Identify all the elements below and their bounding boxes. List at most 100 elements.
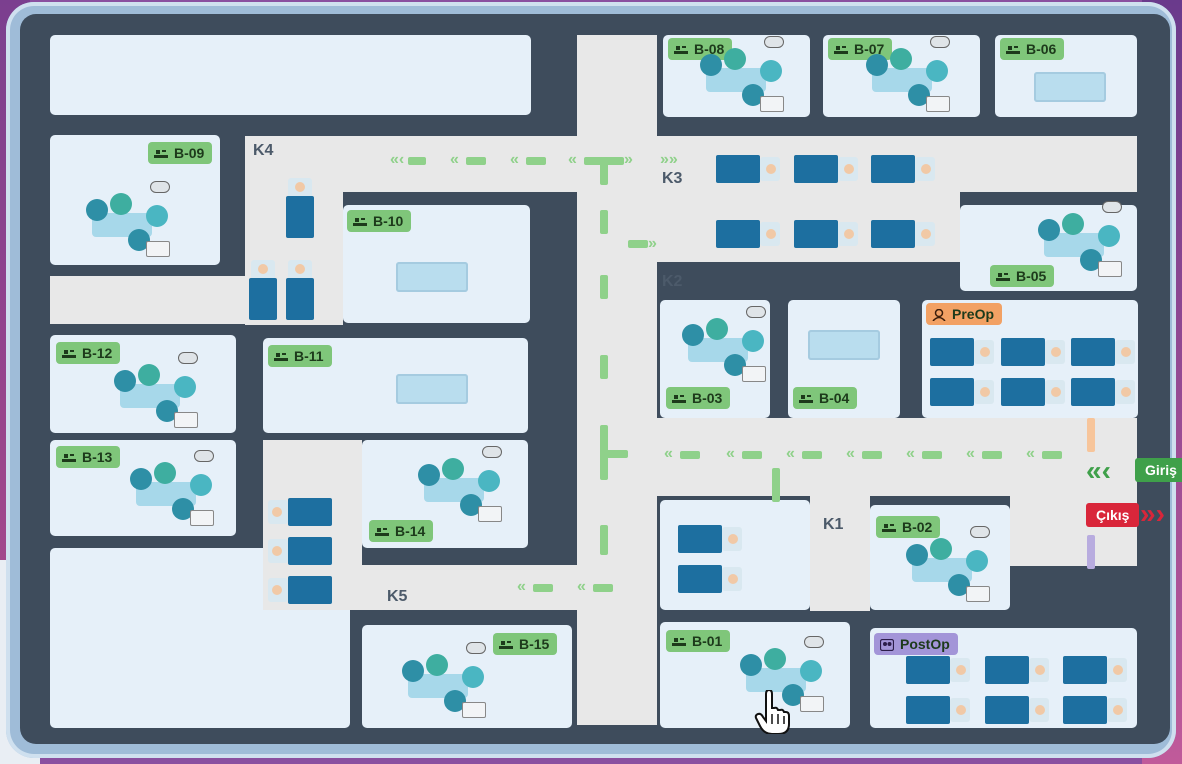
corridor-label-k2: K2 [662,273,683,290]
patient-bed[interactable] [266,498,332,526]
room-label-b03[interactable]: B-03 [666,387,731,409]
route-arrow [600,210,608,234]
preop-flow-arrow [1087,418,1095,452]
surgery-table-icon [672,635,686,647]
surgery-table-icon [353,215,367,227]
patient-bed[interactable] [266,537,332,565]
preop-bed[interactable] [1001,338,1067,366]
room-label-b10[interactable]: B-10 [347,210,412,232]
postop-bed[interactable] [985,696,1051,724]
patient-bed[interactable] [794,220,860,248]
corridor-k3 [245,136,1137,192]
surgery-table-icon [154,147,168,159]
room-label-b04[interactable]: B-04 [793,387,858,409]
room-label-text: B-03 [692,390,723,406]
postop-flow-arrow [1087,535,1095,569]
room-label-text: B-13 [82,449,113,465]
hand-pointer-icon [754,688,792,735]
route-arrow-left: « [1026,445,1035,462]
room-label-text: B-01 [692,633,723,649]
preop-bed[interactable] [1071,378,1137,406]
patient-bed[interactable] [286,178,314,238]
route-arrow [593,584,613,592]
surgery-table-icon [996,270,1010,282]
route-arrow [742,451,762,459]
surgery-table-icon [1006,43,1020,55]
route-arrow [922,451,942,459]
room-label-b13[interactable]: B-13 [56,446,121,468]
surgery-team [76,181,172,259]
postop-bed[interactable] [1063,696,1129,724]
room-label-text: B-06 [1026,41,1057,57]
route-arrow [600,525,608,555]
surgery-team [672,306,768,384]
room-label-b09[interactable]: B-09 [148,142,213,164]
exit-button[interactable]: Çıkış [1086,503,1140,527]
room-top-left-empty [50,35,531,115]
patient-bed[interactable] [794,155,860,183]
route-arrow [680,451,700,459]
room-label-text: B-12 [82,345,113,361]
patient-bed[interactable] [286,260,314,320]
surgery-team [730,636,826,714]
route-arrow-left: « [846,445,855,462]
room-label-text: B-15 [519,636,550,652]
room-label-b11[interactable]: B-11 [268,345,332,367]
corridor-label-k3: K3 [662,170,683,187]
room-label-b12[interactable]: B-12 [56,342,121,364]
corridor-label-k4: K4 [253,142,274,159]
surgery-team [408,446,504,524]
patient-bed[interactable] [871,155,937,183]
route-arrow [862,451,882,459]
route-arrow-left: « [664,445,673,462]
preop-bed[interactable] [930,338,996,366]
postop-bed[interactable] [1063,656,1129,684]
exit-label: Çıkış [1096,507,1130,523]
room-label-b14[interactable]: B-14 [369,520,434,542]
route-arrow [533,584,553,592]
surgery-team [690,36,786,114]
postop-bed[interactable] [985,656,1051,684]
patient-bed[interactable] [716,155,782,183]
preop-bed[interactable] [1001,378,1067,406]
patient-bed[interactable] [678,525,744,553]
surgery-team [392,642,488,720]
exit-arrow-icon: »› [1140,498,1165,529]
corridor-k1 [810,496,870,611]
surgery-table-icon [62,451,76,463]
surgery-team [1028,201,1124,279]
preop-bed[interactable] [930,378,996,406]
room-label-b01[interactable]: B-01 [666,630,731,652]
room-label-text: B-14 [395,523,426,539]
corridor-vertical-main [577,35,657,725]
route-arrow-left: « [577,578,586,595]
patient-bed[interactable] [249,260,277,320]
surgery-team [120,450,216,528]
patient-bed[interactable] [871,220,937,248]
route-arrow [466,157,486,165]
room-label-text: B-08 [694,41,725,57]
postop-bed[interactable] [906,656,972,684]
patient-bed[interactable] [716,220,782,248]
entrance-label: Giriş [1145,462,1177,478]
route-arrow-left: « [450,151,459,168]
room-label-b06[interactable]: B-06 [1000,38,1065,60]
preop-bed[interactable] [1071,338,1137,366]
entrance-button[interactable]: Giriş [1135,458,1182,482]
room-label-b02[interactable]: B-02 [876,516,941,538]
room-label-text: B-05 [1016,268,1047,284]
route-arrow-right: »» [660,151,678,168]
zone-label-text: PreOp [952,306,995,322]
postop-bed[interactable] [906,696,972,724]
route-arrow [600,355,608,379]
empty-operating-table [396,262,468,292]
patient-bed[interactable] [678,565,744,593]
room-label-text: B-07 [854,41,885,57]
zone-label-postop[interactable]: PostOp [874,633,958,655]
room-recovery-k1[interactable] [660,500,810,610]
zone-label-preop[interactable]: PreOp [926,303,1003,325]
patient-bed[interactable] [266,576,332,604]
route-arrow [408,157,426,165]
room-label-b15[interactable]: B-15 [493,633,558,655]
room-label-b05[interactable]: B-05 [990,265,1055,287]
